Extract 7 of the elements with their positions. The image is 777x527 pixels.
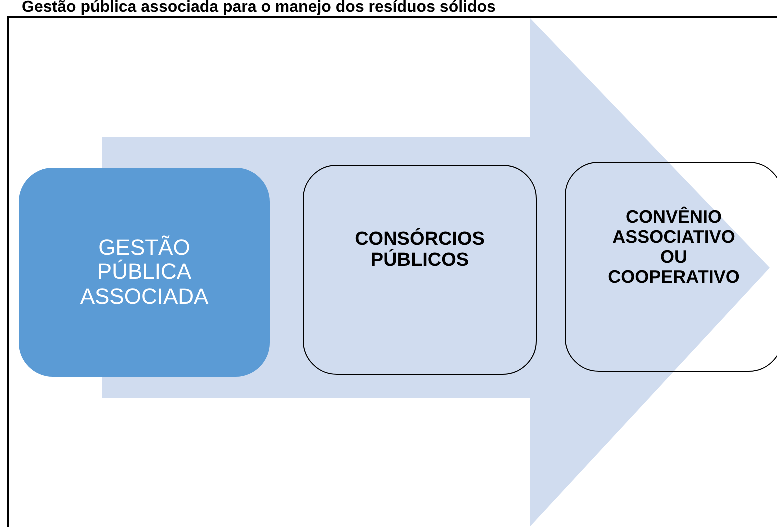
- box-label: GESTÃO PÚBLICA ASSOCIADA: [79, 236, 210, 310]
- rounded-box: [303, 165, 537, 375]
- box-label: CONVÊNIO ASSOCIATIVO OU COOPERATIVO: [607, 206, 741, 288]
- box-label: CONSÓRCIOS PÚBLICOS: [354, 228, 486, 272]
- highlighted-box: [19, 168, 270, 377]
- rounded-box: [565, 162, 777, 372]
- title: Gestão pública associada para o manejo dos resíduos sólidos: [22, 0, 496, 16]
